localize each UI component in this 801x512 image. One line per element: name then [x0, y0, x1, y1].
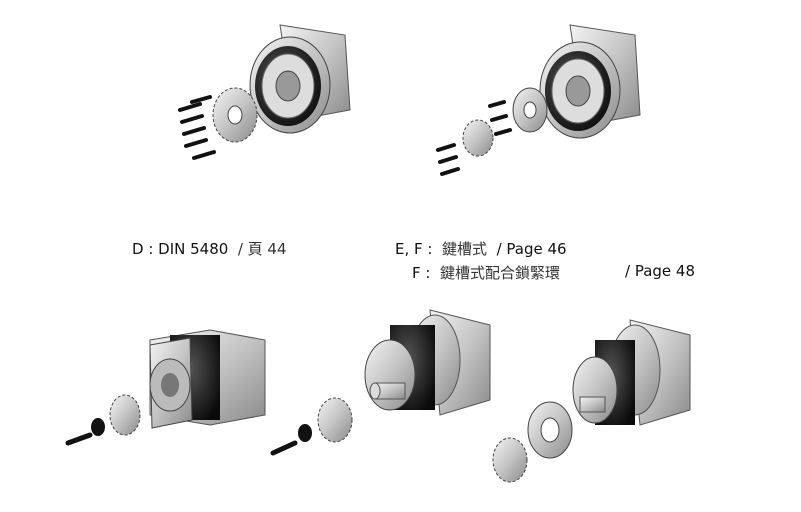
caption-f-type: 鍵槽式配合鎖緊環: [440, 264, 561, 282]
caption-d: D : DIN 5480 / 頁 44: [132, 238, 287, 259]
caption-f-label: F :: [412, 264, 431, 282]
gearbox-illustration-ef-exploded: [436, 24, 641, 176]
caption-f: F : 鍵槽式配合鎖緊環 / Page 48: [412, 262, 695, 283]
caption-d-page-ref: / 頁 44: [237, 240, 287, 258]
gearbox-illustration-f-assembled: [492, 319, 691, 483]
caption-ef-label: E, F :: [395, 240, 433, 258]
caption-f-page-ref: / Page 48: [625, 262, 695, 280]
caption-ef: E, F : 鍵槽式 / Page 46: [395, 238, 567, 259]
caption-ef-type: 鍵槽式: [442, 240, 488, 258]
caption-d-label: D : DIN 5480: [132, 240, 229, 258]
gearbox-illustration-d-exploded: [178, 24, 351, 160]
gearbox-illustration-e-assembled: [270, 309, 491, 456]
caption-ef-page-ref: / Page 46: [496, 240, 567, 258]
gearbox-illustration-d-assembled: [65, 329, 266, 446]
